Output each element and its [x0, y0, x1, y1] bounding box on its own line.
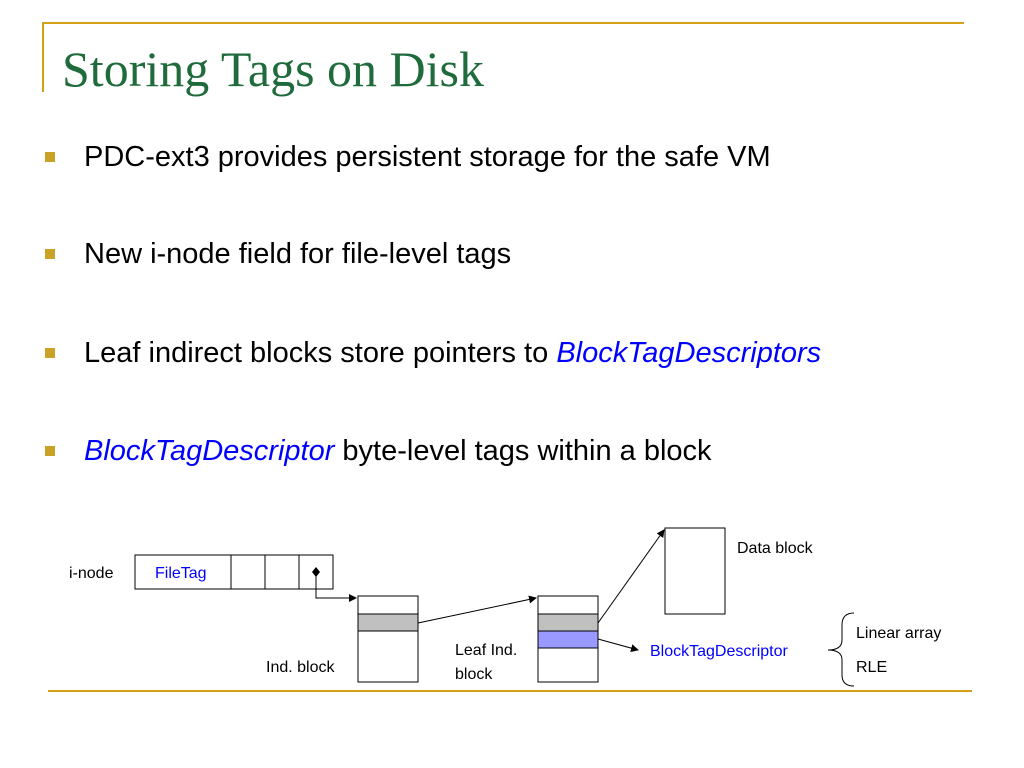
inode-label: i-node	[69, 565, 114, 582]
filetag-label: FileTag	[155, 565, 207, 582]
leaf-ind-block-label-line2: block	[455, 666, 493, 683]
slide-title: Storing Tags on Disk	[62, 41, 484, 97]
title-frame-horizontal-line	[42, 22, 964, 24]
footer-divider-line	[48, 690, 972, 692]
inode-to-ind-block-arrow	[315, 574, 357, 602]
ind-to-leaf-block-arrow	[417, 595, 537, 624]
inode-filetag-cell	[134, 554, 232, 590]
bullet-square-icon	[45, 152, 55, 162]
bullet-square-icon	[45, 249, 55, 259]
bullet-text-plain: Leaf indirect blocks store pointers to	[84, 337, 557, 369]
format-option-rle: RLE	[856, 659, 887, 676]
inode-cell	[264, 554, 300, 590]
bullet-text-emphasis: BlockTagDescriptors	[556, 337, 822, 369]
leaf-ind-block-descriptor-pointer-slot	[537, 630, 599, 649]
bullet-text-emphasis: BlockTagDescriptor	[84, 435, 335, 467]
format-option-linear-array: Linear array	[856, 625, 941, 642]
leaf-to-data-block-arrow	[597, 529, 665, 624]
inode-cell	[230, 554, 266, 590]
bullet-text: BlockTagDescriptor byte-level tags withi…	[84, 433, 712, 469]
data-block-label: Data block	[737, 540, 814, 557]
descriptor-label: BlockTagDescriptor	[650, 643, 789, 660]
bullet-text: New i-node field for file-level tags	[84, 238, 512, 270]
ind-block-pointer-slot	[357, 613, 419, 632]
data-block	[664, 527, 726, 615]
leaf-to-descriptor-arrow	[597, 638, 639, 653]
leaf-ind-block-data-pointer-slot	[537, 613, 599, 632]
inode-pointer-dot-icon	[312, 567, 320, 577]
bullet-square-icon	[45, 348, 55, 358]
bullet-text-plain: byte-level tags within a block	[334, 435, 712, 467]
ind-block-label: Ind. block	[266, 659, 335, 676]
bullet-text: PDC-ext3 provides persistent storage for…	[84, 141, 771, 173]
bullet-square-icon	[45, 446, 55, 456]
format-options-brace-icon	[827, 612, 855, 687]
title-frame-vertical-line	[42, 22, 44, 92]
leaf-ind-block-label-line1: Leaf Ind.	[455, 642, 517, 659]
bullet-text: Leaf indirect blocks store pointers to B…	[84, 335, 821, 371]
ind-block	[357, 595, 419, 683]
